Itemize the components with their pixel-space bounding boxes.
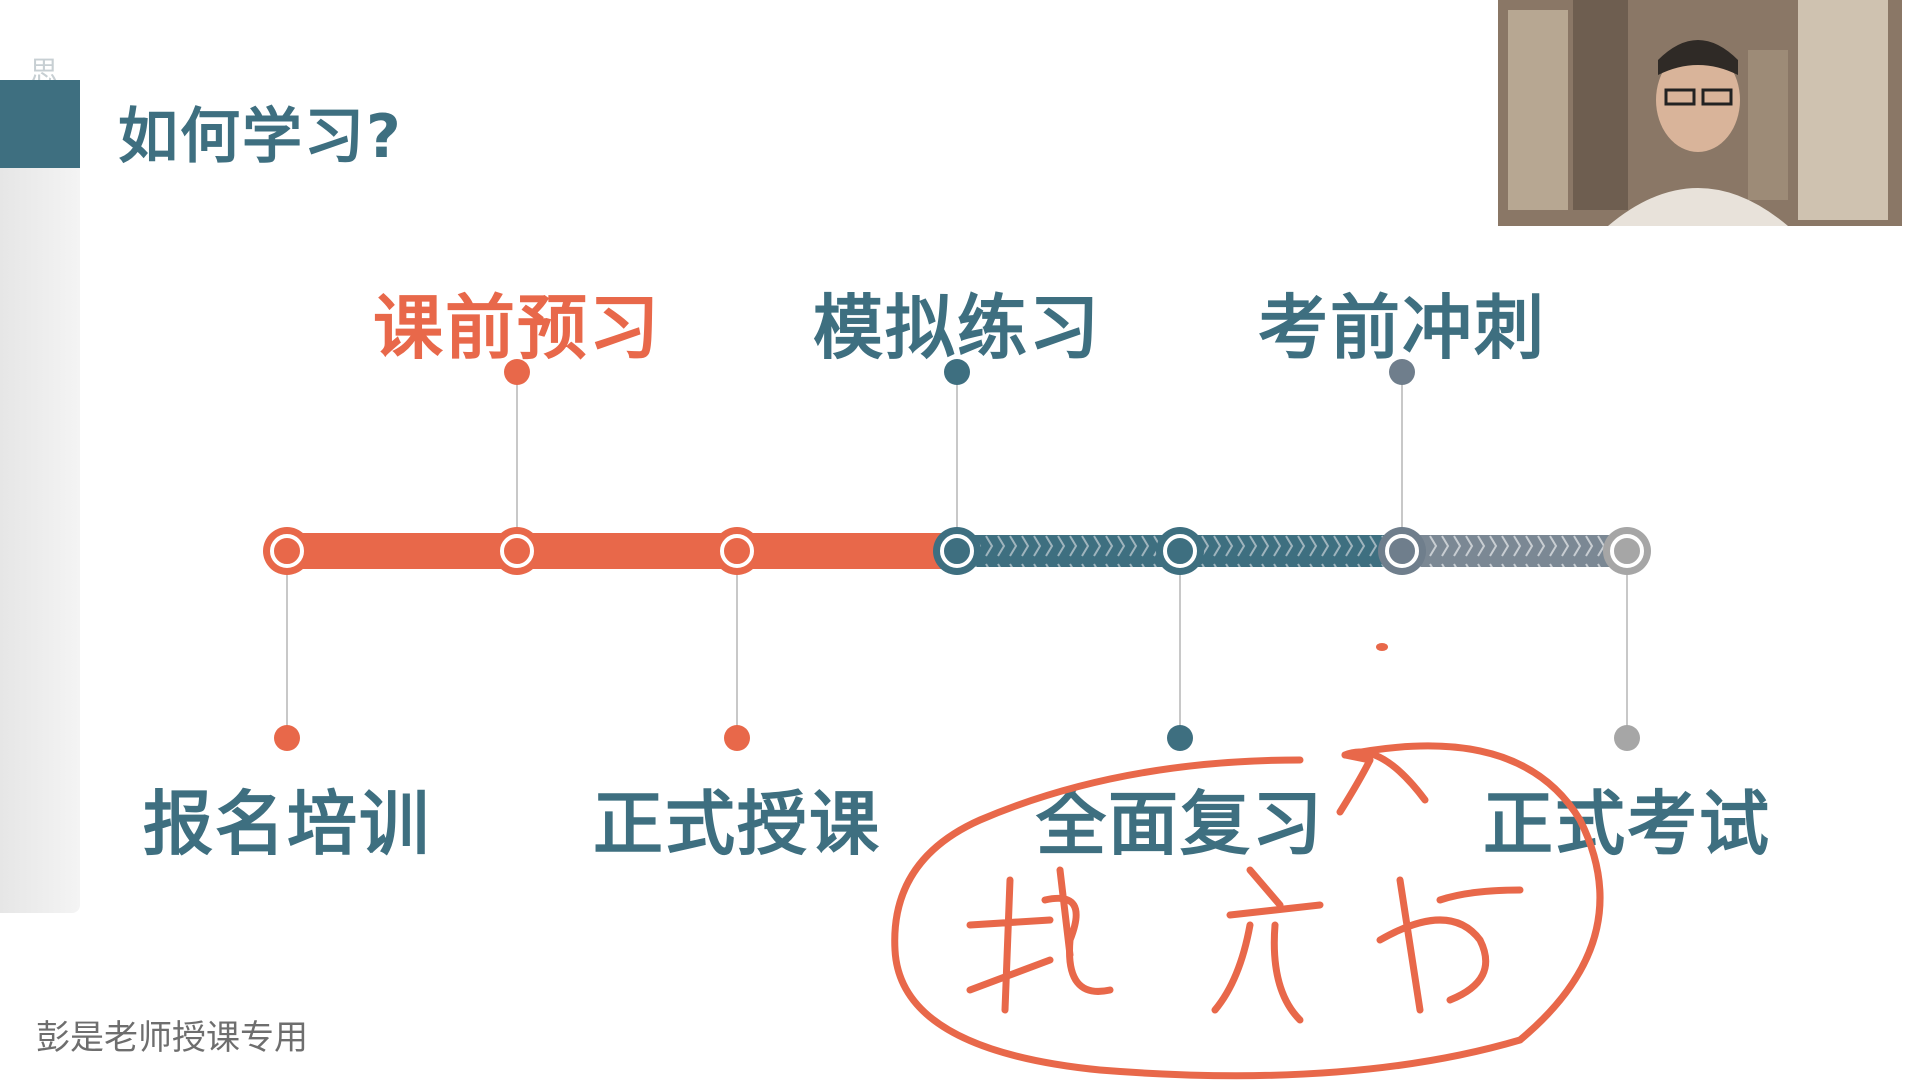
step-label-lecture: 正式授课: [593, 783, 881, 865]
step-label-sprint: 考前冲刺: [1258, 287, 1546, 369]
dot-top-1: [504, 359, 530, 385]
footer-watermark: 彭是老师授课专用: [36, 1018, 308, 1058]
timeline-node-1: [263, 527, 311, 575]
step-label-preview: 课前预习: [373, 287, 661, 369]
step-label-review: 全面复习: [1036, 783, 1324, 865]
title-accent-block: [0, 80, 80, 168]
dot-bottom-4: [1614, 725, 1640, 751]
step-label-exam: 正式考试: [1483, 783, 1771, 865]
dot-top-2: [944, 359, 970, 385]
left-decorative-bar: [0, 168, 80, 913]
timeline-node-6: [1378, 527, 1426, 575]
dot-bottom-3: [1167, 725, 1193, 751]
timeline-bar-orange: [285, 533, 955, 569]
step-label-practice: 模拟练习: [813, 287, 1101, 369]
dot-bottom-2: [724, 725, 750, 751]
webcam-feed: [1498, 0, 1902, 226]
timeline-node-7: [1603, 527, 1651, 575]
timeline-node-3: [713, 527, 761, 575]
timeline-node-5: [1156, 527, 1204, 575]
dot-bottom-1: [274, 725, 300, 751]
timeline-bar-gray: [1405, 535, 1625, 567]
presenter-video-image: [1498, 0, 1902, 226]
timeline-node-2: [493, 527, 541, 575]
step-label-enroll: 报名培训: [143, 783, 431, 865]
timeline-node-4: [933, 527, 981, 575]
dot-top-3: [1389, 359, 1415, 385]
page-title: 如何学习?: [118, 102, 403, 172]
